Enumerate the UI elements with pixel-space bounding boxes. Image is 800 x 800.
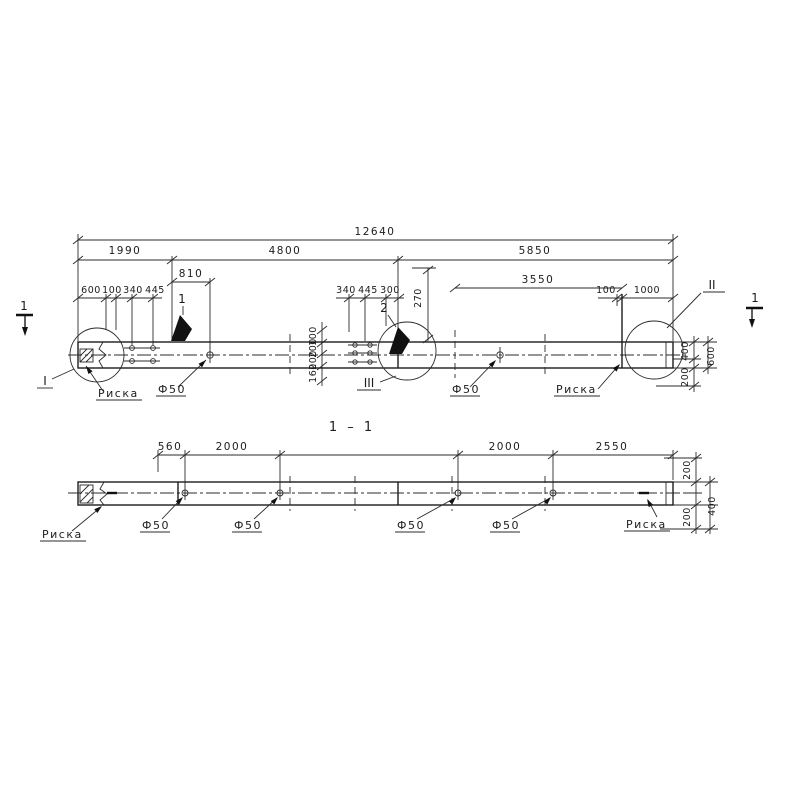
plan-dim-560: 560 — [158, 441, 183, 453]
dim-end-600: 600 — [706, 346, 717, 366]
plan-f50-3-arrow — [448, 497, 456, 505]
item-mark-2: 2 — [380, 301, 388, 315]
bolt-group-middle — [348, 342, 377, 365]
f50-mid-arrow — [488, 360, 496, 368]
plan-dim-400: 400 — [707, 496, 718, 516]
plan-holes — [181, 486, 557, 500]
detail-label-I: I — [43, 374, 47, 388]
hole-middle — [496, 347, 504, 363]
elevation-callouts: I II III 1 2 Риска Ф50 Ф50 — [37, 278, 725, 401]
f50-left-arrow — [198, 360, 206, 368]
plan-riska-right-arrow — [647, 499, 654, 508]
riska-label-right: Риска — [556, 383, 597, 396]
f50-label-mid: Ф50 — [452, 383, 480, 396]
detail-label-II: II — [708, 278, 715, 292]
plan-riska-label-right: Риска — [626, 518, 667, 531]
dim-810: 810 — [179, 268, 204, 280]
dim-100-right: 100 — [596, 285, 616, 296]
f50-label-left: Ф50 — [158, 383, 186, 396]
lifting-hook-left — [171, 315, 192, 341]
plan-dim-2000-right: 2000 — [489, 441, 522, 453]
dim-end-200: 200 — [680, 367, 691, 387]
dim-100-left: 100 — [102, 285, 122, 296]
elevation-view: 1 1 I II III 1 2 Риска — [16, 226, 763, 401]
elevation-extension-lines — [77, 234, 717, 387]
section-mark-right-label: 1 — [751, 291, 759, 305]
item-mark-1: 1 — [178, 292, 186, 306]
dim-300-mid: 300 — [380, 285, 400, 296]
beam-end-hatch-plan — [79, 481, 108, 506]
elevation-dimension-texts: 12640 1990 4800 5850 810 3550 600 100 34… — [81, 226, 717, 387]
dim-445-left: 445 — [145, 285, 165, 296]
plan-riska-left-arrow — [94, 506, 102, 513]
plan-f50-label-2: Ф50 — [234, 519, 262, 532]
plan-dim-2550: 2550 — [596, 441, 629, 453]
section-extension-lines — [157, 450, 718, 530]
detail-circle-II — [624, 320, 684, 380]
dim-seg-mid: 4800 — [269, 245, 302, 257]
plan-f50-label-4: Ф50 — [492, 519, 520, 532]
beam-end-hatch — [79, 341, 107, 369]
riska-label-left: Риска — [98, 387, 139, 400]
plan-f50-label-3: Ф50 — [397, 519, 425, 532]
dim-stack-200a: 200 — [308, 338, 319, 358]
section-view-1-1: 1 – 1 — [40, 420, 718, 542]
plan-f50-4-arrow — [543, 497, 551, 505]
plan-f50-1-arrow — [175, 497, 183, 505]
plan-riska-label-left: Риска — [42, 528, 83, 541]
dim-end-400: 400 — [680, 341, 691, 361]
hole-left — [206, 347, 214, 363]
dim-seg-right: 5850 — [519, 245, 552, 257]
dim-340-left: 340 — [123, 285, 143, 296]
section-mark-left-label: 1 — [20, 299, 28, 313]
plan-f50-2-arrow — [270, 497, 278, 505]
dim-stack-100: 100 — [308, 326, 319, 346]
dim-1000-right: 1000 — [634, 285, 660, 296]
plan-dim-200-bottom: 200 — [682, 507, 693, 527]
section-arrow-right — [749, 319, 755, 328]
dim-total: 12640 — [355, 226, 396, 238]
riska-left-arrow — [86, 366, 93, 374]
detail-label-III: III — [364, 376, 375, 390]
dim-600: 600 — [81, 285, 101, 296]
lifting-hook-middle — [389, 327, 410, 354]
section-mark-left: 1 — [16, 299, 33, 336]
section-view-title: 1 – 1 — [329, 420, 375, 435]
riska-right-arrow — [612, 364, 620, 372]
section-callouts: Риска Ф50 Ф50 Ф50 Ф50 Риска — [40, 497, 670, 542]
dim-340-mid: 340 — [336, 285, 356, 296]
plan-dim-200-top: 200 — [682, 460, 693, 480]
section-beam — [68, 476, 684, 511]
dim-445-mid: 445 — [358, 285, 378, 296]
plan-dim-2000-left: 2000 — [216, 441, 249, 453]
dim-3550: 3550 — [522, 274, 555, 286]
elevation-beam — [68, 294, 686, 378]
plan-f50-label-1: Ф50 — [142, 519, 170, 532]
section-dimension-texts: 560 2000 2000 2550 200 200 400 — [158, 441, 718, 527]
dim-seg-left: 1990 — [109, 245, 142, 257]
dim-stack-160: 160 — [308, 363, 319, 383]
bolt-group-left — [124, 345, 160, 364]
detail-circle-III — [377, 321, 437, 381]
dim-stack-200b: 200 — [308, 350, 319, 370]
section-arrow-left — [22, 327, 28, 336]
detail-circles — [69, 320, 684, 383]
dim-270: 270 — [413, 288, 424, 308]
section-mark-right: 1 — [746, 291, 763, 328]
